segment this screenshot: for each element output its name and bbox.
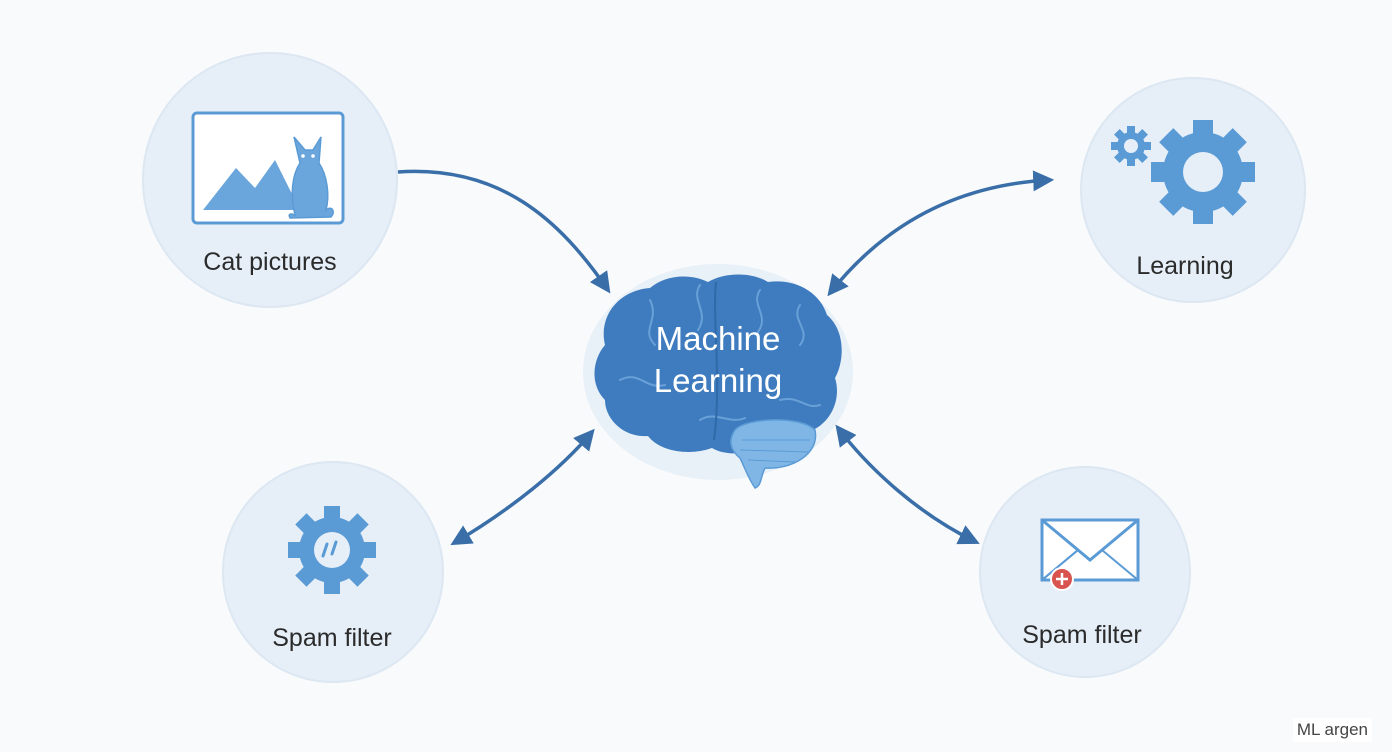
center-label-line1: Machine (656, 320, 781, 357)
watermark-label: ML argen (1292, 718, 1372, 742)
plus-badge-icon (1050, 567, 1074, 591)
gear-icon (288, 506, 376, 594)
node-label: Learning (1136, 252, 1233, 280)
arrow-spam-right-center (835, 424, 980, 545)
envelope-icon (1040, 518, 1140, 591)
node-spam-filter-right: Spam filter (979, 466, 1191, 678)
arrow-learning-center (827, 170, 1055, 297)
node-spam-filter-left: Spam filter (222, 461, 444, 683)
node-label: Spam filter (1022, 621, 1141, 649)
arrow-cat-pictures-to-center (397, 169, 611, 294)
center-label-line2: Learning (654, 362, 782, 399)
node-learning: Learning (1080, 77, 1306, 303)
center-node: Machine Learning (583, 264, 853, 489)
cat-picture-icon (191, 111, 345, 225)
node-cat-pictures: Cat pictures (142, 52, 398, 308)
arrow-spam-left-center (450, 428, 595, 546)
brain-icon (594, 274, 842, 489)
node-label: Spam filter (272, 624, 391, 652)
gears-icon (1111, 120, 1255, 224)
node-label: Cat pictures (203, 248, 336, 276)
